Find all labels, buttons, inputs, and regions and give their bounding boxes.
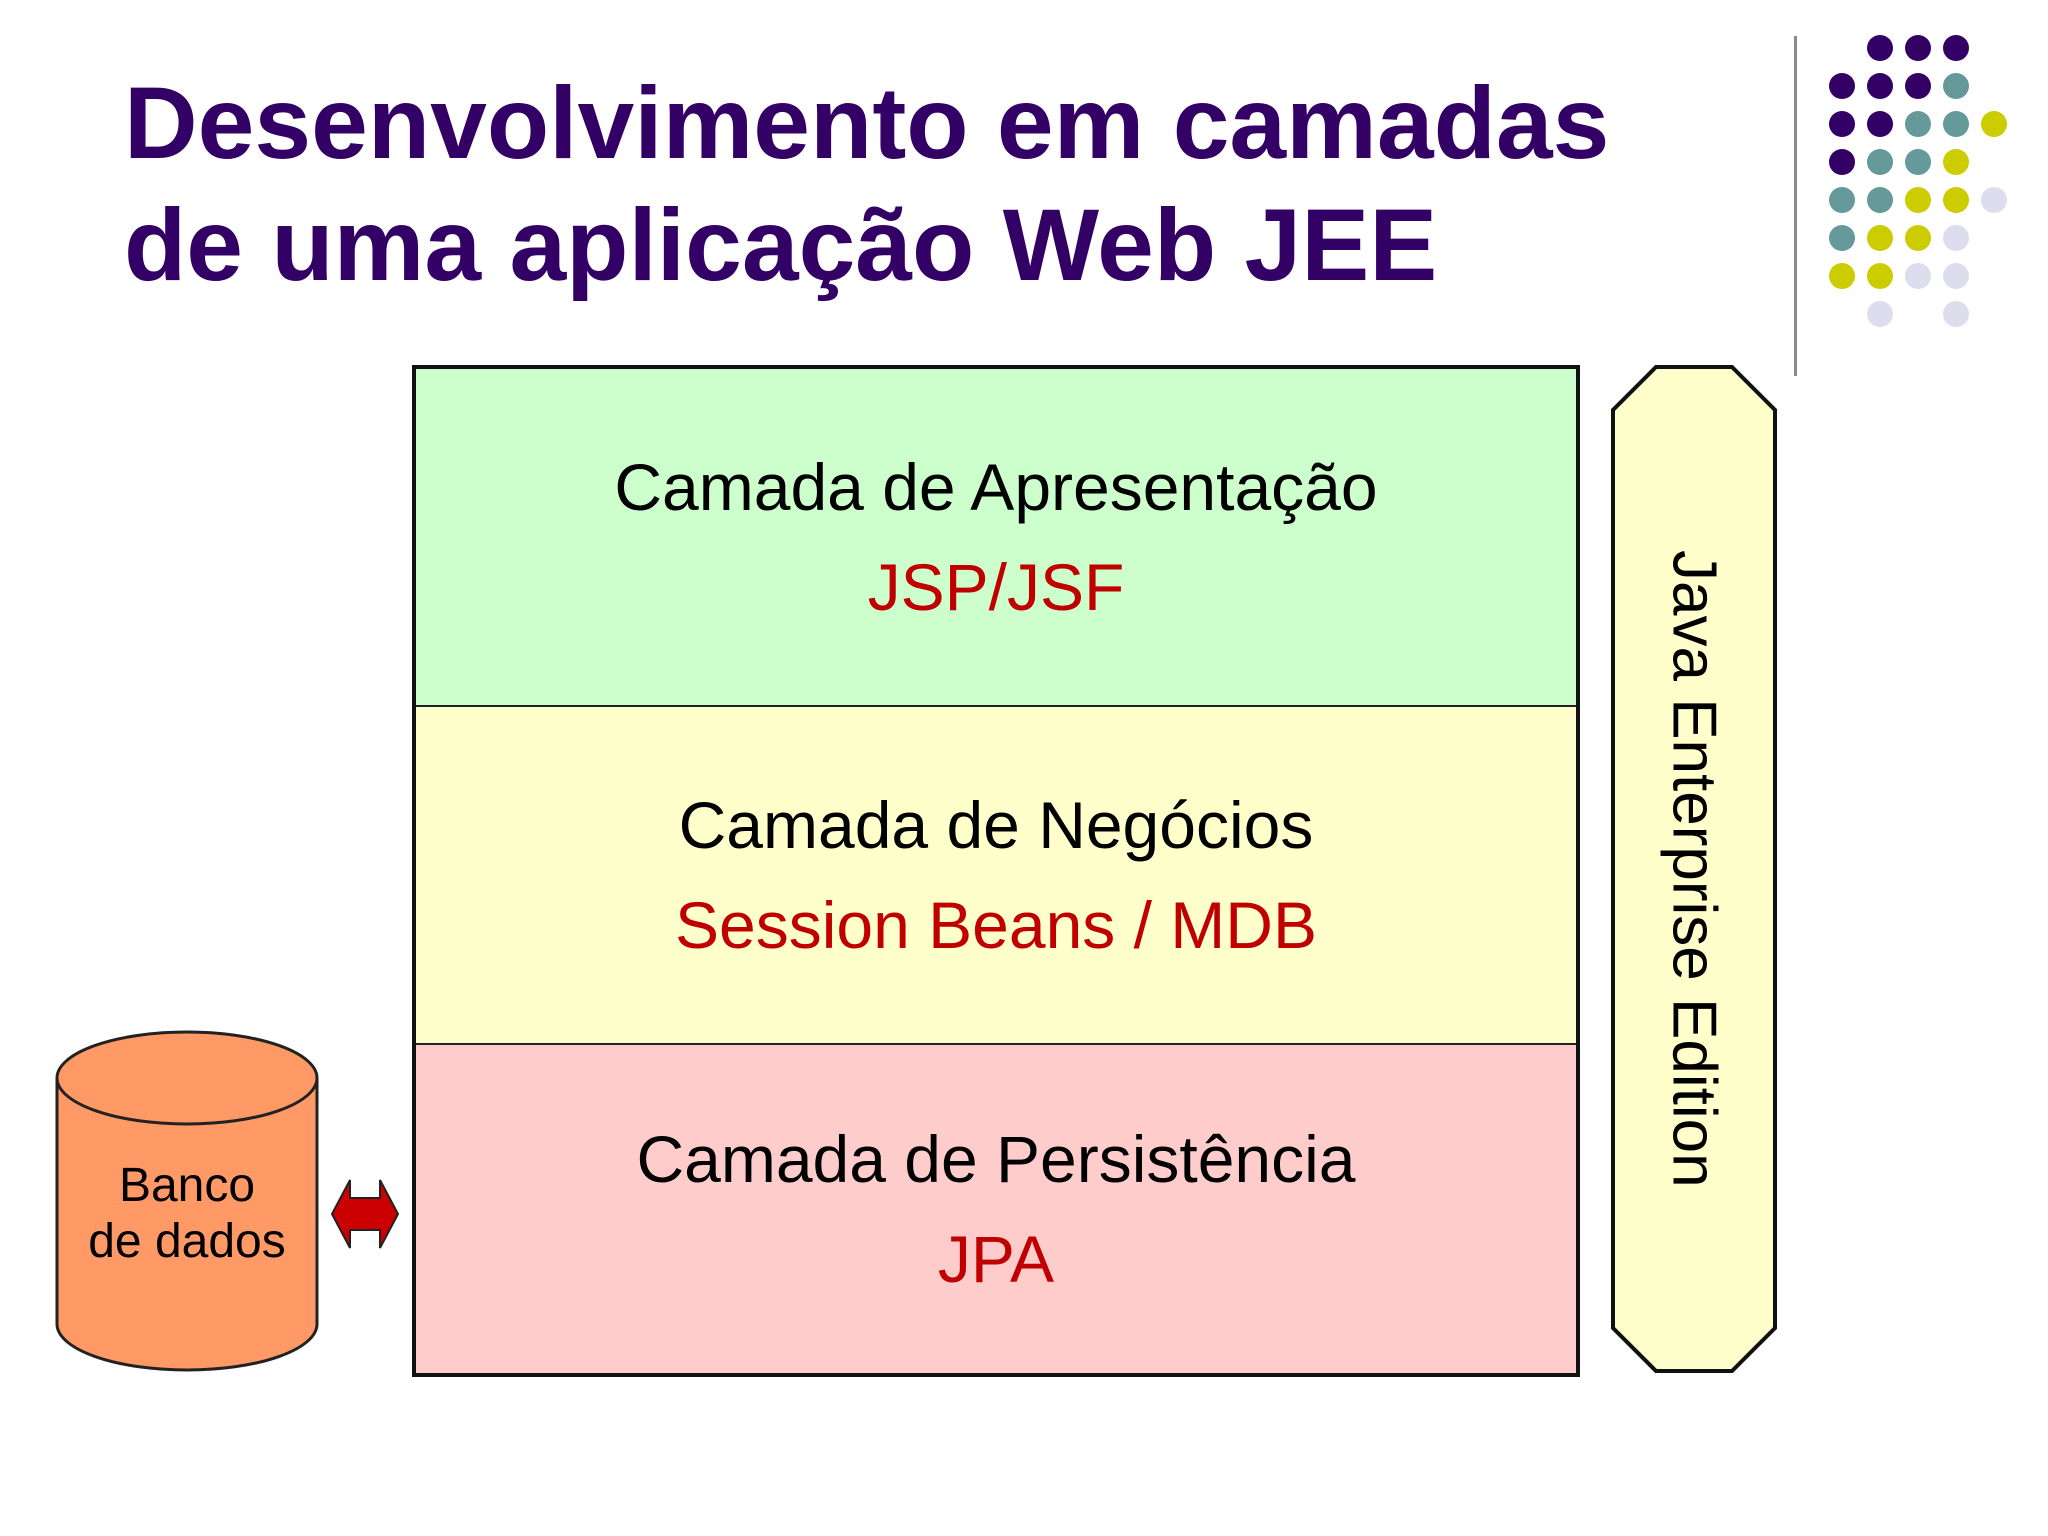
decorative-dot [1905,187,1931,213]
business-layer-name: Camada de Negócios [678,788,1314,862]
database-label-line-1: Banco [118,1159,256,1212]
database-cylinder-body [55,1078,319,1372]
presentation-layer-name: Camada de Apresentação [614,450,1378,524]
decorative-dot [1829,73,1855,99]
decorative-dot [1867,225,1893,251]
decorative-dot [1981,111,2007,137]
decorative-dot [1829,149,1855,175]
decorative-dot [1943,225,1969,251]
decorative-dot [1829,111,1855,137]
decorative-dot [1829,263,1855,289]
decorative-dot [1943,35,1969,61]
slide-title-line-2: de uma aplicação Web JEE [124,188,1438,302]
decorative-dot [1867,187,1893,213]
decorative-dot [1943,73,1969,99]
decorative-dot [1943,263,1969,289]
decorative-dot [1905,111,1931,137]
decorative-dot [1867,301,1893,327]
database-label-line-2: de dados [88,1215,286,1268]
decorative-dot [1905,73,1931,99]
decorative-dot [1829,225,1855,251]
decorative-dot [1905,225,1931,251]
decorative-dot [1905,263,1931,289]
decorative-dot [1829,187,1855,213]
database-label: Banco de dados [54,1158,320,1270]
decorative-dot [1867,111,1893,137]
decorative-dot [1943,111,1969,137]
decorative-dot [1905,35,1931,61]
business-layer-tech: Session Beans / MDB [675,888,1317,962]
decorative-dot [1943,187,1969,213]
double-arrow-icon [330,1179,400,1249]
platform-label: Java Enterprise Edition [1610,364,1778,1374]
persistence-layer-tech: JPA [937,1222,1055,1296]
decorative-dot [1981,187,2007,213]
decorative-dot [1943,149,1969,175]
business-layer: Camada de Negócios Session Beans / MDB [416,707,1576,1045]
platform-octagon [1611,365,1777,1373]
decorative-dot-grid [1829,35,2007,327]
decorative-dot [1867,263,1893,289]
persistence-layer: Camada de Persistência JPA [416,1045,1576,1373]
decorative-dot [1905,149,1931,175]
layer-stack: Camada de Apresentação JSP/JSF Camada de… [412,365,1580,1377]
decorative-divider-line [1794,36,1797,376]
slide-title: Desenvolvimento em camadas de uma aplica… [124,62,1744,306]
slide-title-line-1: Desenvolvimento em camadas [124,66,1610,180]
persistence-layer-name: Camada de Persistência [636,1122,1356,1196]
double-arrow-shape [330,1179,400,1249]
decorative-dot [1943,301,1969,327]
platform-octagon-shape [1611,365,1777,1373]
decorative-dot [1867,73,1893,99]
presentation-layer-tech: JSP/JSF [867,550,1125,624]
database-cylinder-top [55,1030,319,1126]
decorative-dot [1867,149,1893,175]
decorative-dot [1867,35,1893,61]
presentation-layer: Camada de Apresentação JSP/JSF [416,369,1576,707]
platform-label-text: Java Enterprise Edition [1659,550,1729,1188]
database-cylinder-icon [55,1030,319,1372]
